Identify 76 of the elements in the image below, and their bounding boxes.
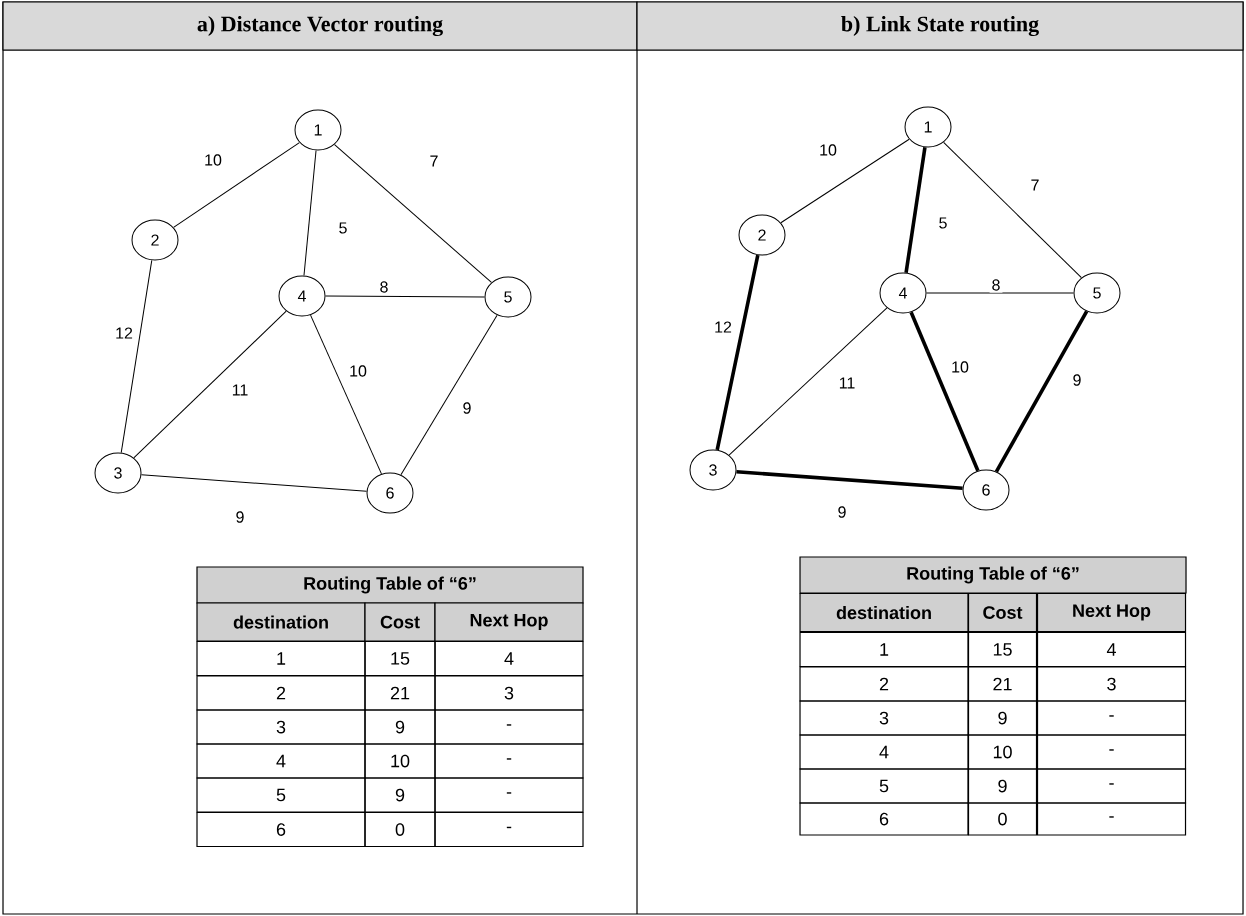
table-cell: - — [434, 811, 584, 848]
edge-label: 7 — [427, 153, 441, 169]
edge-label: 10 — [202, 152, 224, 168]
table-cell: 9 — [364, 777, 436, 813]
link-line — [120, 259, 153, 454]
table-cell: 2 — [196, 675, 366, 711]
edge-label: 8 — [989, 277, 1003, 293]
edge-label: 12 — [113, 325, 135, 341]
edge-label: 11 — [836, 375, 858, 391]
link-line — [736, 469, 963, 491]
table-cell: 4 — [434, 640, 584, 677]
edge-label: 9 — [835, 504, 849, 520]
edge-label: 12 — [712, 319, 734, 335]
table-cell: 0 — [967, 802, 1038, 836]
table-cell: - — [434, 743, 584, 779]
link-line — [904, 147, 927, 273]
table-cell: 5 — [799, 768, 969, 804]
edge-label: 10 — [347, 363, 369, 379]
table-cell: 15 — [364, 640, 436, 677]
link-line — [303, 149, 317, 277]
link-line — [909, 311, 980, 472]
table-cell: 15 — [967, 631, 1038, 668]
table-cell: 10 — [967, 734, 1038, 770]
table-cell: 3 — [1036, 666, 1187, 702]
table-cell: 6 — [799, 802, 969, 836]
link-line — [943, 141, 1082, 279]
table-cell: 9 — [364, 709, 436, 745]
edge-label: 9 — [460, 400, 474, 416]
edge-label: 8 — [377, 279, 391, 295]
table-cell: 3 — [196, 709, 366, 745]
table-cell: - — [1036, 768, 1187, 804]
edge-label: 10 — [817, 142, 839, 158]
header-cell: a) Distance Vector routing — [2, 1, 638, 51]
table-cell: 1 — [799, 631, 969, 668]
link-line — [994, 310, 1089, 473]
table-header-cell: Cost — [967, 592, 1038, 633]
link-line — [310, 314, 382, 475]
edge-label: 9 — [233, 509, 247, 525]
link-line — [400, 314, 498, 476]
link-line — [926, 292, 1074, 294]
table-cell: - — [1036, 734, 1187, 770]
table-cell: - — [1036, 700, 1187, 736]
table-cell: 9 — [967, 768, 1038, 804]
table-header-cell: Cost — [364, 602, 436, 642]
table-cell: 10 — [364, 743, 436, 779]
table-cell: 4 — [1036, 631, 1187, 668]
edge-label: 5 — [936, 215, 950, 231]
link-line — [728, 307, 888, 456]
table-cell: 21 — [364, 675, 436, 711]
link-line — [334, 144, 492, 283]
table-cell: - — [1036, 802, 1187, 836]
edge-label: 9 — [1070, 372, 1084, 388]
link-line — [140, 474, 368, 492]
table-cell: 3 — [434, 675, 584, 711]
link-line — [715, 254, 760, 451]
table-cell: 5 — [196, 777, 366, 813]
table-cell: 2 — [799, 666, 969, 702]
table-cell: 9 — [967, 700, 1038, 736]
table-cell: 1 — [196, 640, 366, 677]
link-line — [780, 138, 910, 224]
table-cell: 3 — [799, 700, 969, 736]
table-cell: - — [434, 777, 584, 813]
header-cell: b) Link State routing — [636, 1, 1244, 51]
link-line — [173, 142, 300, 228]
table-cell: 0 — [364, 811, 436, 848]
edge-label: 10 — [949, 359, 971, 375]
table-cell: 4 — [799, 734, 969, 770]
table-cell: 4 — [196, 743, 366, 779]
edge-label: 7 — [1028, 177, 1042, 193]
link-line — [133, 310, 287, 459]
table-cell: - — [434, 709, 584, 745]
table-cell: 21 — [967, 666, 1038, 702]
link-line — [325, 295, 485, 298]
edge-label: 5 — [336, 220, 350, 236]
table-cell: 6 — [196, 811, 366, 848]
edge-label: 11 — [229, 382, 251, 398]
